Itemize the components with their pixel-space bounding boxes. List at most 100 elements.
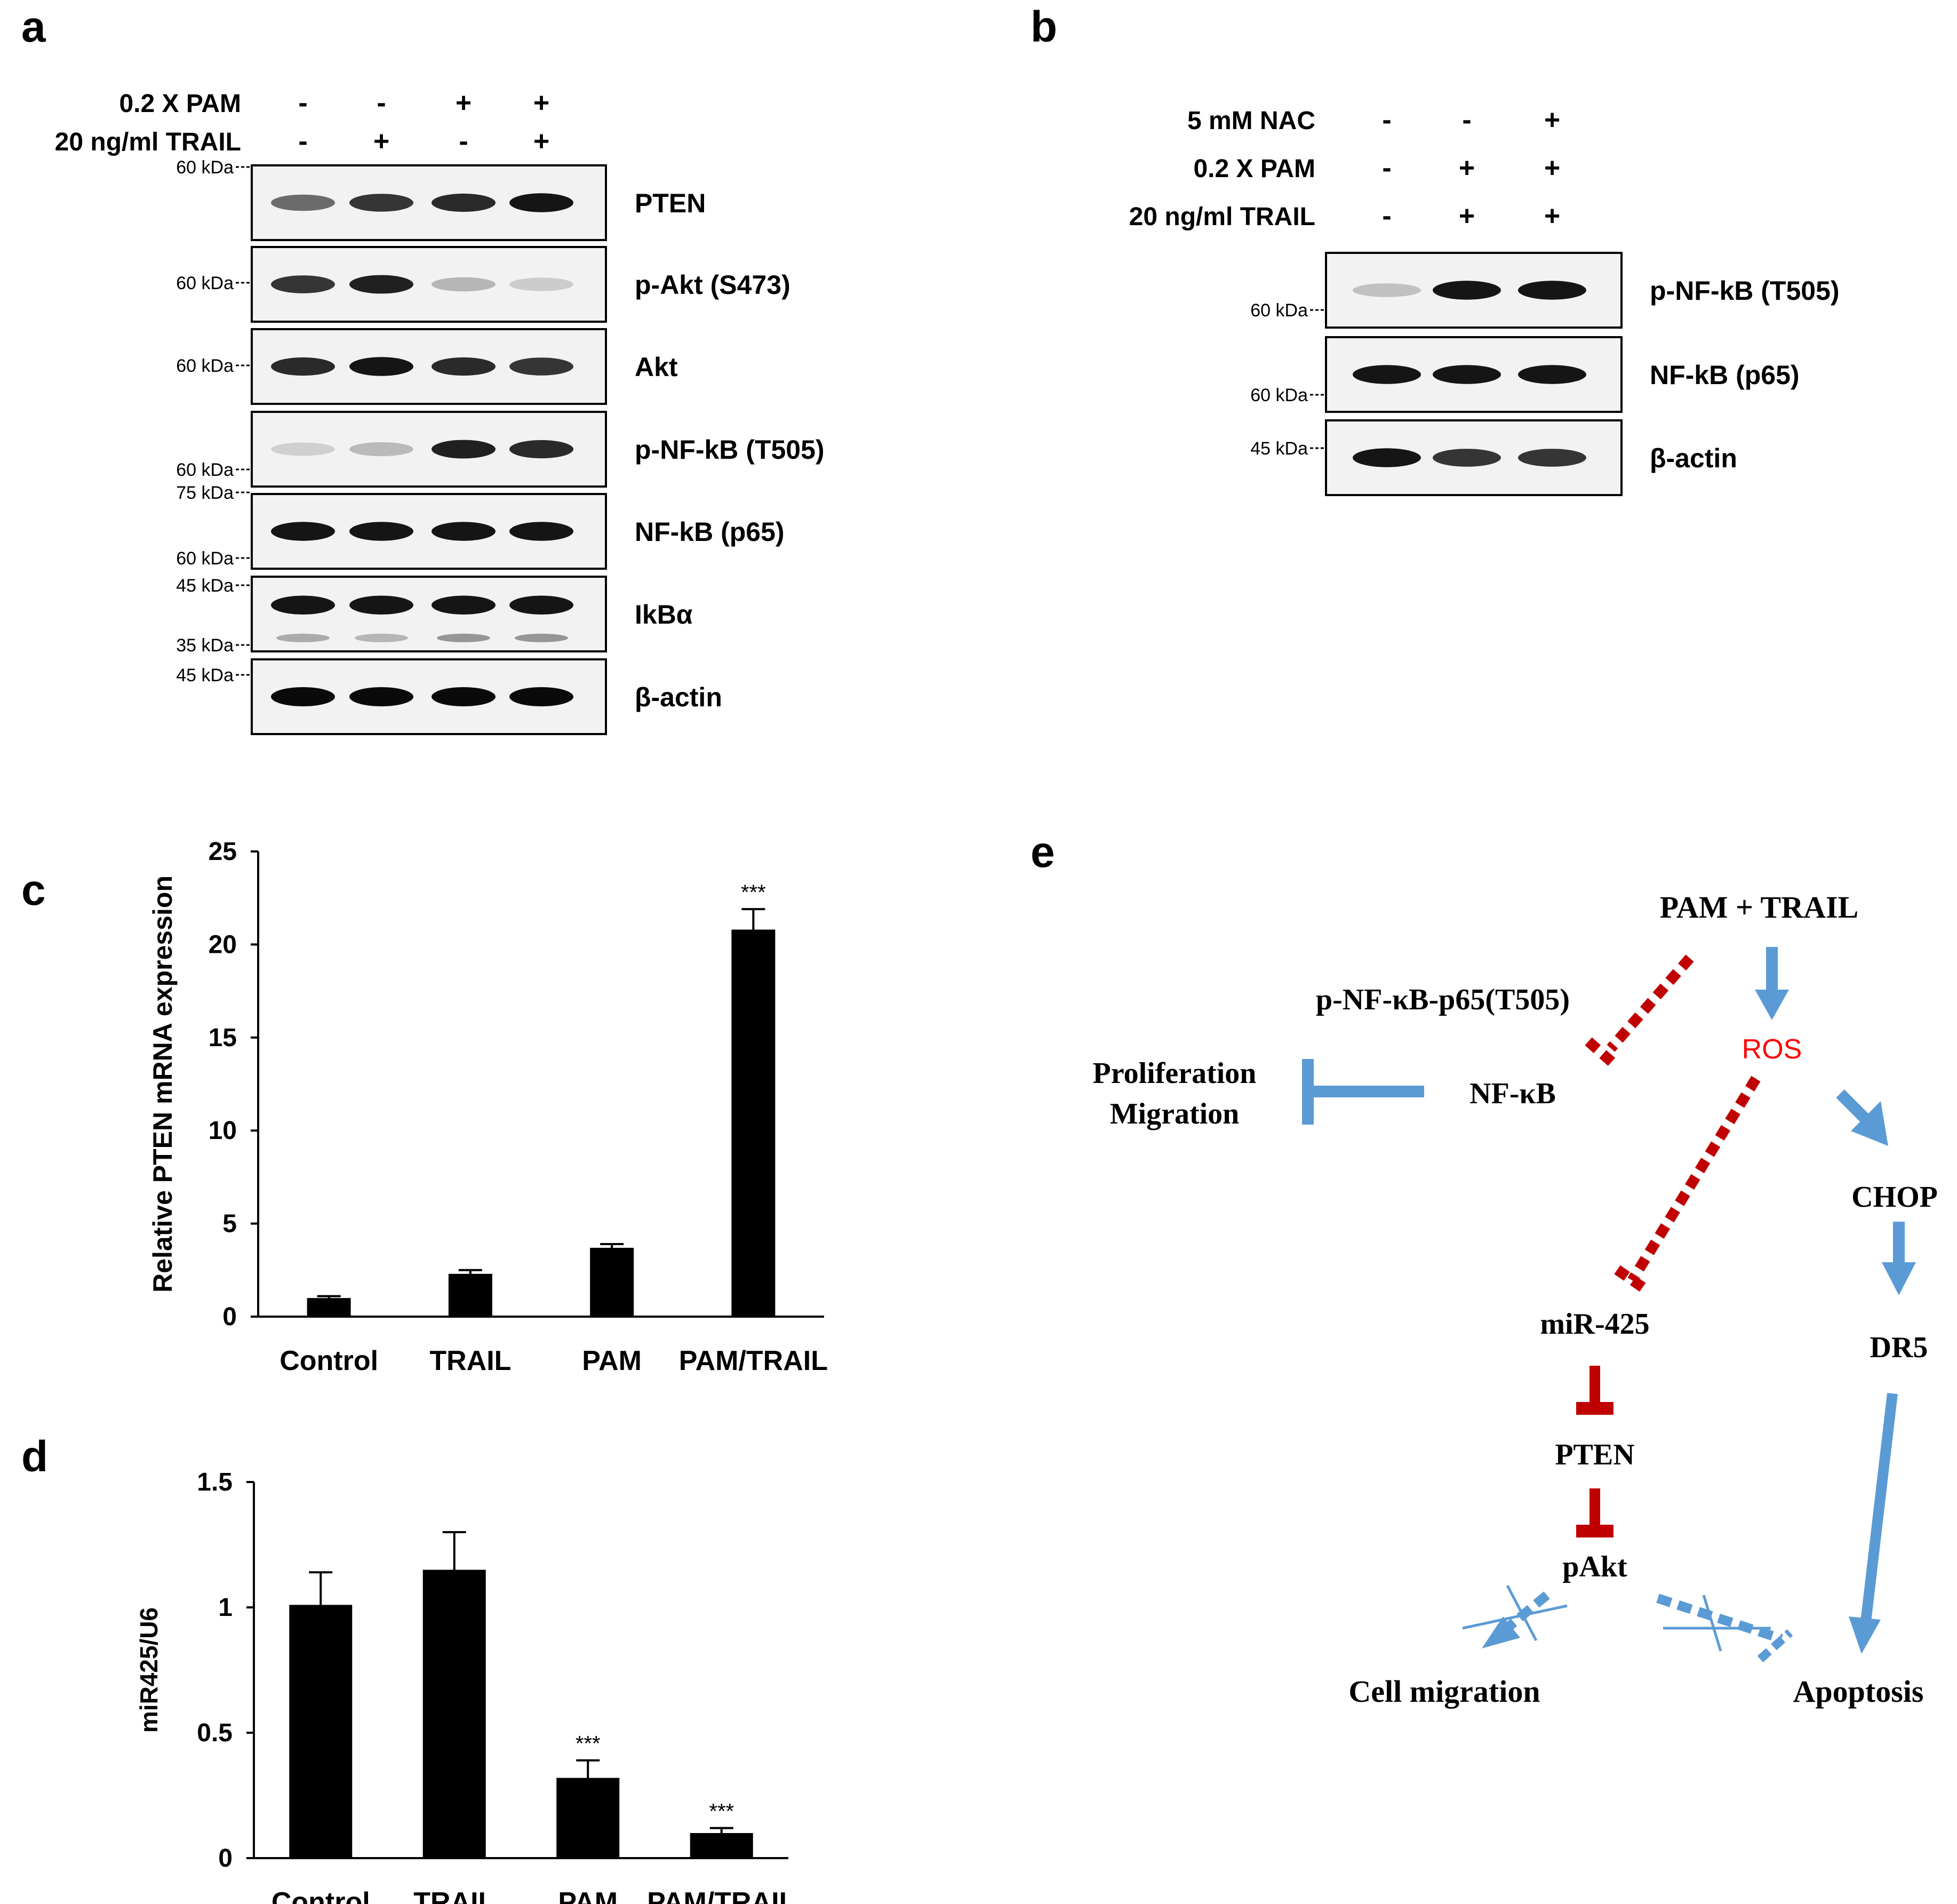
blot-band bbox=[349, 194, 413, 212]
blot-target-label: β-actin bbox=[1650, 443, 1737, 473]
inhibit-ros-to-mir425 bbox=[1614, 1076, 1761, 1294]
blot-band bbox=[1433, 281, 1501, 300]
blot-band bbox=[1518, 449, 1586, 467]
arrow-chop-to-dr5 bbox=[1882, 1222, 1916, 1295]
blot-band bbox=[349, 275, 413, 294]
x-tick-label: TRAIL bbox=[429, 1345, 511, 1376]
western-blot-panel-b: 5 mM NAC--+0.2 X PAM-++20 ng/ml TRAIL-++… bbox=[1129, 105, 1840, 496]
blot-target-label: IkBα bbox=[635, 600, 693, 630]
condition-label: 0.2 X PAM bbox=[1193, 155, 1315, 183]
blot-band bbox=[271, 595, 335, 615]
condition-label: 0.2 X PAM bbox=[119, 90, 241, 118]
inhibit-nfkb-to-proliferation bbox=[1302, 1059, 1424, 1125]
blot-band bbox=[1433, 365, 1501, 384]
panel-label-d: d bbox=[21, 1432, 48, 1481]
x-tick-label: PAM bbox=[558, 1887, 618, 1904]
y-tick-label: 15 bbox=[209, 1024, 237, 1052]
blot-target-label: p-NF-kB (T505) bbox=[1650, 276, 1840, 306]
mw-marker: 60 kDa bbox=[176, 157, 234, 178]
blocked-arrow-pakt-to-cell-migration bbox=[1462, 1584, 1568, 1648]
significance-label: *** bbox=[741, 881, 766, 904]
blot-band bbox=[509, 522, 573, 541]
blot-band bbox=[432, 440, 496, 459]
y-tick-label: 1 bbox=[218, 1594, 233, 1622]
blot-band bbox=[271, 687, 335, 706]
condition-sign: - bbox=[1382, 153, 1391, 184]
condition-sign: + bbox=[1544, 153, 1560, 184]
blot-target-label: β-actin bbox=[635, 682, 722, 712]
condition-sign: - bbox=[1382, 105, 1391, 136]
blot-band bbox=[1353, 448, 1421, 467]
mw-marker: 60 kDa bbox=[1250, 300, 1308, 321]
bar bbox=[307, 1298, 351, 1317]
blot-band bbox=[509, 193, 573, 212]
bar bbox=[731, 929, 776, 1317]
y-tick-label: 25 bbox=[209, 838, 237, 866]
inhibit-pten-to-pakt bbox=[1576, 1488, 1613, 1537]
significance-label: *** bbox=[576, 1732, 601, 1756]
node-migration: Migration bbox=[1110, 1097, 1240, 1130]
panel-label-c: c bbox=[21, 866, 46, 914]
blot-band bbox=[432, 277, 496, 292]
blot-band-minor bbox=[437, 633, 490, 642]
blot-target-label: PTEN bbox=[635, 188, 706, 218]
inhibit-mir425-to-pten bbox=[1576, 1366, 1613, 1415]
node-mir425: miR-425 bbox=[1540, 1308, 1649, 1341]
y-tick-label: 0 bbox=[218, 1844, 233, 1873]
blot-band bbox=[271, 357, 335, 376]
blot-band bbox=[349, 522, 413, 541]
y-tick-label: 5 bbox=[222, 1210, 237, 1238]
y-axis-label: miR425/U6 bbox=[135, 1607, 163, 1733]
blot-band bbox=[271, 275, 335, 293]
y-tick-label: 20 bbox=[209, 930, 237, 959]
blot-band bbox=[432, 193, 496, 212]
blot-band bbox=[432, 595, 496, 615]
node-apoptosis: Apoptosis bbox=[1793, 1674, 1924, 1709]
y-tick-label: 0.5 bbox=[197, 1719, 233, 1747]
blot-band bbox=[509, 440, 573, 459]
condition-sign: + bbox=[533, 126, 549, 157]
inhibit-pam-to-nfkb bbox=[1585, 954, 1694, 1070]
y-axis-label: Relative PTEN mRNA expression bbox=[148, 875, 178, 1293]
blot-target-label: Akt bbox=[635, 352, 678, 382]
condition-sign: + bbox=[1459, 153, 1475, 184]
node-nfkb: NF-κB bbox=[1469, 1077, 1556, 1110]
blocked-arrow-pakt-to-apoptosis bbox=[1656, 1594, 1793, 1662]
condition-sign: + bbox=[373, 126, 389, 157]
blot-band-minor bbox=[355, 633, 408, 642]
y-tick-label: 0 bbox=[222, 1303, 237, 1331]
condition-sign: - bbox=[1462, 105, 1471, 136]
blot-band bbox=[349, 442, 413, 457]
blot-band-minor bbox=[276, 633, 330, 642]
arrow-pam-to-ros bbox=[1755, 947, 1789, 1020]
panel-label-e: e bbox=[1031, 828, 1055, 877]
panel-label-a: a bbox=[21, 3, 46, 51]
blot-target-label: p-Akt (S473) bbox=[635, 270, 790, 300]
condition-label: 20 ng/ml TRAIL bbox=[1129, 203, 1315, 231]
condition-label: 5 mM NAC bbox=[1187, 107, 1315, 135]
panel-label-b: b bbox=[1031, 3, 1057, 51]
bar bbox=[289, 1605, 353, 1858]
y-tick-label: 10 bbox=[209, 1117, 237, 1145]
blot-target-label: NF-kB (p65) bbox=[635, 517, 785, 547]
node-pakt: pAkt bbox=[1562, 1550, 1627, 1583]
blot-band bbox=[349, 687, 413, 706]
mw-marker: 60 kDa bbox=[176, 460, 234, 480]
node-dr5: DR5 bbox=[1870, 1331, 1928, 1364]
mw-marker: 45 kDa bbox=[1250, 439, 1308, 459]
blot-target-label: NF-kB (p65) bbox=[1650, 360, 1800, 390]
node-chop: CHOP bbox=[1851, 1181, 1938, 1214]
bar bbox=[590, 1247, 634, 1317]
condition-sign: + bbox=[456, 87, 472, 118]
blot-band-minor bbox=[515, 633, 568, 642]
condition-sign: - bbox=[298, 126, 307, 157]
mw-marker: 60 kDa bbox=[176, 548, 234, 569]
pathway-diagram: PAM + TRAIL ROS p-NF-κB-p65(T505) NF-κB … bbox=[1093, 890, 1938, 1709]
condition-sign: - bbox=[1382, 201, 1391, 232]
blot-band bbox=[271, 522, 335, 541]
blot-band bbox=[271, 194, 335, 211]
mw-marker: 75 kDa bbox=[176, 483, 234, 503]
